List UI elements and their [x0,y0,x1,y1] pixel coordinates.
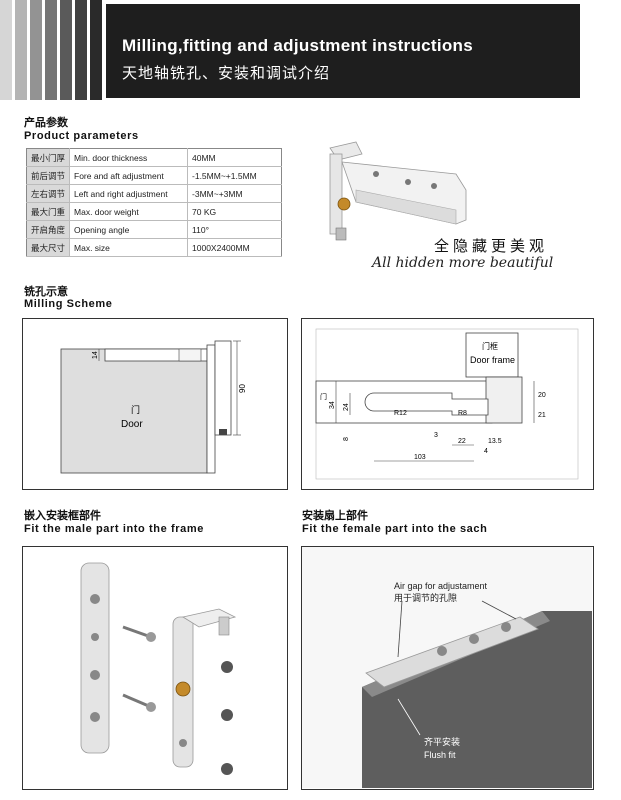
header-banner: Milling,fitting and adjustment instructi… [0,0,621,100]
param-label-cn: 开启角度 [26,220,71,239]
param-value: -1.5MM~+1.5MM [187,166,282,185]
fit-sach-panel: Air gap for adjustament 用于调节的孔隙 齐平安装 Flu… [301,546,594,790]
dim-20: 20 [538,392,546,399]
param-label-cn: 最小门厚 [26,148,71,167]
param-value: 70 KG [187,202,282,221]
dim-24: 24 [343,403,350,411]
hinge-image [329,141,467,241]
page-title: Milling,fitting and adjustment instructi… [122,36,473,55]
stripe [60,0,72,100]
param-label-en: Fore and aft adjustment [69,166,189,185]
fit-sach-heading-en: Fit the female part into the sach [302,523,488,535]
dim-8: 8 [343,437,350,441]
screw-icon [221,661,233,673]
milling-left-drawing: 90 14 门 Door [60,340,247,474]
frame-plate [80,562,110,754]
fit-frame-panel [22,546,288,790]
stripe [90,0,102,100]
banner-panel [106,4,580,98]
door-frame-cn: 门框 [482,341,498,351]
frame-door-cn: 门 [320,392,327,401]
stripe [45,0,57,100]
door-frame-box [465,332,519,378]
hinge-plate [365,616,539,688]
stripe [0,0,12,100]
param-label-en: Max. door weight [69,202,189,221]
dim-13-5: 13.5 [488,438,502,445]
door-label-en: Door [121,419,143,430]
female-part-illustration: Air gap for adjustament 用于调节的孔隙 齐平安装 Flu… [302,547,592,788]
param-value: -3MM~+3MM [187,184,282,203]
screw-icon [221,763,233,775]
stripe [15,0,27,100]
params-heading-cn: 产品参数 [24,117,68,129]
fit-frame-heading-cn: 嵌入安装框部件 [24,510,101,522]
decorative-stripes [0,0,105,100]
flush-label-en: Flush fit [424,750,456,760]
milling-heading-en: Milling Scheme [24,298,113,310]
dim-21: 21 [538,412,546,419]
male-part-illustration [80,562,237,775]
fit-frame-heading-en: Fit the male part into the frame [24,523,204,535]
param-label-cn: 最大门重 [26,202,71,221]
radius-r12: R12 [394,410,407,417]
stripe [30,0,42,100]
mill-profile [364,392,489,416]
air-gap-label-cn: 用于调节的孔隙 [394,592,457,603]
dim-22: 22 [458,438,466,445]
param-value: 1000X2400MM [187,238,282,257]
param-label-en: Left and right adjustment [69,184,189,203]
door-label-cn: 门 [131,404,140,415]
screw-icon [122,693,156,712]
dim-34: 34 [329,401,336,409]
param-label-en: Min. door thickness [69,148,189,167]
dim-103: 103 [414,454,426,461]
params-heading-en: Product parameters [24,130,139,142]
param-label-en: Max. size [69,238,189,257]
dim-14: 14 [92,351,99,359]
param-label-cn: 左右调节 [26,184,71,203]
fit-sach-heading-cn: 安装扇上部件 [302,510,368,522]
stripe [75,0,87,100]
milling-right-drawing: 门框 Door frame 门 34 24 R12 R8 20 21 8 3 2… [315,328,579,480]
milling-left-panel: 90 14 门 Door [22,318,288,490]
dim-4: 4 [484,448,488,455]
slogan-cn: 全隐藏更美观 [434,238,549,255]
hinge-illustration [329,141,467,241]
door-frame-en: Door frame [470,355,515,365]
param-value: 40MM [187,148,282,167]
screw-icon [122,625,156,642]
milling-right-panel: 门框 Door frame 门 34 24 R12 R8 20 21 8 3 2… [301,318,594,490]
dim-90: 90 [238,384,247,393]
param-label-cn: 前后调节 [26,166,71,185]
radius-r8: R8 [458,410,467,417]
page-subtitle: 天地轴铣孔、安装和调试介绍 [122,65,331,82]
slogan-en: All hidden more beautiful [372,255,554,271]
door-panel [362,611,592,788]
param-label-en: Opening angle [69,220,189,239]
air-gap-label-en: Air gap for adjustament [394,581,488,591]
milling-heading-cn: 铣孔示意 [24,286,68,298]
door-body [60,348,208,474]
flush-label-cn: 齐平安装 [424,736,460,747]
screw-icon [221,709,233,721]
param-value: 110° [187,220,282,239]
param-label-cn: 最大尺寸 [26,238,71,257]
dim-3: 3 [434,432,438,439]
